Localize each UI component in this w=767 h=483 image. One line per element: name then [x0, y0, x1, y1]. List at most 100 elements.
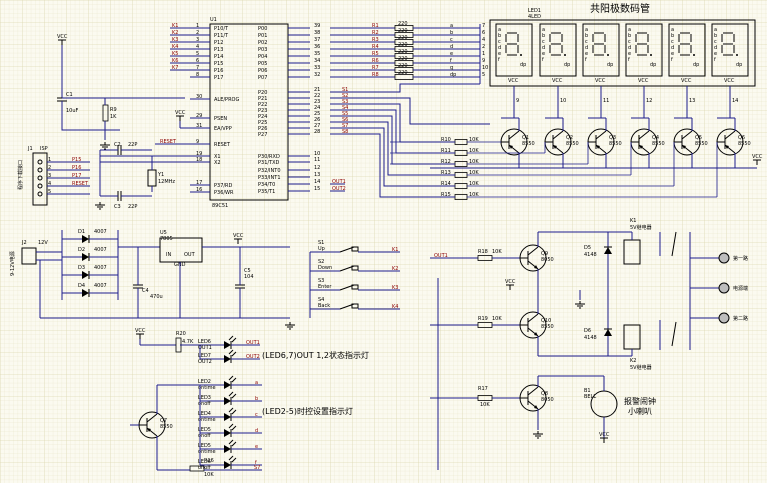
- setting-led-net-2: b: [255, 396, 258, 402]
- setting-led-net-4: d: [255, 428, 258, 434]
- display-seg-letter: c: [542, 39, 545, 45]
- digit-num-14: 14: [732, 98, 738, 104]
- display-digit-4: [625, 23, 663, 77]
- display-seg-letter: b: [542, 33, 545, 39]
- flyback-diode-d5: [604, 247, 612, 254]
- scan-label-s2: S2: [342, 93, 348, 99]
- base-res-ref-r10: R10: [441, 137, 451, 143]
- digit-num-11: 11: [603, 98, 609, 104]
- setting-led-6-diode: [224, 461, 231, 469]
- transistor-q5-collector: [681, 130, 693, 140]
- display-seg-letter: f: [628, 57, 630, 63]
- c2-val: 22P: [128, 142, 137, 148]
- mcu-pin-name-19: X1: [214, 154, 221, 160]
- base-res-ref-r15: R15: [441, 192, 451, 198]
- mcu-out1-label: OUT1: [332, 179, 346, 185]
- relay-terminal-label-2: 电源端: [733, 285, 748, 292]
- r18-ref: R18: [478, 249, 488, 255]
- base-res-ref-r11: R11: [441, 148, 451, 154]
- buzzer-label-2: 小喇叭: [628, 406, 652, 416]
- flyback-diode-d6: [604, 329, 612, 336]
- mcu-pin-num-39: 39: [314, 23, 320, 29]
- transistor-q4-part: 8550: [652, 141, 665, 147]
- mcu-pin-name-29: PSEN: [214, 116, 227, 122]
- isp-pinnum: 3: [48, 173, 51, 179]
- setting-led-4-net: onoff: [198, 433, 211, 439]
- r17-ref: R17: [478, 386, 488, 392]
- setting-led-5-ref: LED5: [198, 443, 211, 449]
- r17-val: 10K: [480, 402, 490, 408]
- display-seg-letter: c: [585, 39, 588, 45]
- mcu-pin-num-21: 21: [314, 87, 320, 93]
- scan-wire: [370, 115, 455, 165]
- display-seg-letter: a: [585, 27, 588, 33]
- net-label-k7: K7: [172, 65, 178, 71]
- setting-led-net-s7: S7: [254, 465, 260, 471]
- display-seg-letter: d: [714, 45, 717, 51]
- mcu-part: 89C51: [212, 203, 228, 209]
- scan-wire: [370, 127, 455, 187]
- display-seg-letter: b: [628, 33, 631, 39]
- r9-val: 1K: [110, 114, 117, 120]
- relay-k2-ref: K2: [630, 358, 636, 364]
- seg-res-val: 220: [398, 42, 408, 48]
- display-seg-dp: dp: [520, 62, 526, 68]
- transistor-q1-part: 8550: [522, 141, 535, 147]
- display-digit-6: [711, 23, 749, 77]
- isp-label: 程序下载接口: [17, 160, 24, 190]
- display-seg-letter: c: [628, 39, 631, 45]
- seg-name-f: f: [450, 58, 452, 64]
- display-seg-letter: d: [585, 45, 588, 51]
- key-net-k2: K2: [392, 266, 398, 272]
- scan-wire: [370, 121, 455, 176]
- transistor-q6-label: Q6: [738, 135, 745, 141]
- relay-transistor-q9-arrow: [534, 265, 538, 269]
- status-led-1-net: OUT1: [198, 345, 212, 351]
- setting-led-transistor-arrow: [147, 428, 151, 432]
- display-seg-letter: c: [714, 39, 717, 45]
- mcu-pin-name-2: P11/T: [214, 33, 229, 39]
- seg-res-ref: R1: [372, 23, 379, 29]
- seg-name-b: b: [450, 30, 453, 36]
- display-seg-letter: e: [714, 51, 717, 57]
- mcu-pin-num-15: 15: [314, 186, 320, 192]
- seg-res-val: 220: [398, 49, 408, 55]
- mcu-pin-num-28: 28: [314, 129, 320, 135]
- isp-net-p16: P16: [72, 165, 81, 171]
- display-seg-letter: d: [628, 45, 631, 51]
- setting-led-6-ray: [228, 455, 234, 461]
- relay-transistor-q10-arrow: [534, 332, 538, 336]
- display-digit-5: [668, 23, 706, 77]
- mcu-u1-body: [209, 23, 289, 201]
- mcu-pin-num-2: 2: [196, 30, 199, 36]
- status-led-2-ray: [231, 351, 237, 357]
- mcu-pin-name-38: P01: [258, 33, 267, 39]
- transistor-q1-label: Q1: [522, 135, 529, 141]
- isp-pin: [37, 183, 43, 189]
- mcu-pin-name-15: P35/T1: [258, 189, 275, 195]
- mcu-pin-name-10: P30/RXD: [258, 154, 280, 160]
- key-button-s4: [351, 303, 359, 309]
- scan-label-s4: S4: [342, 105, 348, 111]
- mcu-pin-name-24: P23: [258, 108, 267, 114]
- mcu-pin-num-7: 7: [196, 65, 199, 71]
- transistor-q4-collector: [638, 130, 650, 140]
- setting-led-4-diode: [224, 429, 231, 437]
- mcu-pin-name-8: P17: [214, 75, 223, 81]
- mcu-pin-name-32: P07: [258, 75, 267, 81]
- seg-res-ref: R7: [372, 65, 379, 71]
- mcu-pin-name-39: P00: [258, 26, 267, 32]
- power-jack-j2: [21, 247, 37, 265]
- mcu-pin-name-31: EA/VPP: [214, 126, 232, 132]
- base-res-val: 10K: [469, 170, 479, 176]
- base-res-ref-r12: R12: [441, 159, 451, 165]
- transistor-q4-label: Q4: [652, 135, 659, 141]
- mcu-pin-name-26: P25: [258, 120, 267, 126]
- scan-label-s6: S6: [342, 117, 348, 123]
- setting-led-5-ray: [228, 439, 234, 445]
- display-seg-dp: dp: [693, 62, 699, 68]
- seg-res-val: 220: [398, 28, 408, 34]
- r19-val: 10K: [492, 316, 502, 322]
